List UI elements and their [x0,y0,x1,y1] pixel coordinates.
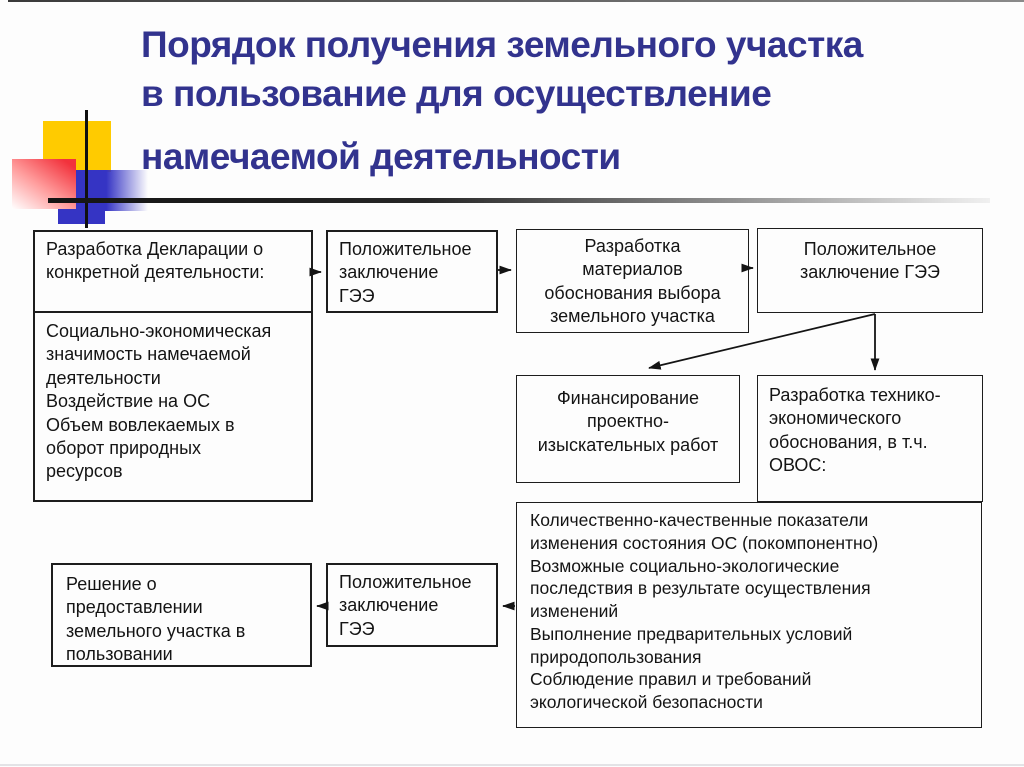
box-gee-conclusion-2: Положительное заключение ГЭЭ [757,228,983,313]
title-underline [48,198,990,203]
slide-top-border [8,0,1024,2]
box-gee-conclusion-3-text: Положительное заключение ГЭЭ [339,572,472,639]
box-declaration-details-text: Социально-экономическая значимость намеч… [46,321,272,482]
box-ovos-details: Количественно-качественные показатели из… [516,502,982,728]
decoration-blue-small-rect [58,209,105,224]
box-feasibility-study-text: Разработка технико- экономического обосн… [769,385,941,476]
box-ovos-details-text: Количественно-качественные показатели из… [530,510,879,712]
box-financing-text: Финансирование проектно- изыскательных р… [537,388,719,455]
box-site-selection-materials-text: Разработка материалов обоснования выбора… [544,236,721,327]
box-declaration-details: Социально-экономическая значимость намеч… [33,311,313,502]
decoration-blue-rect [76,170,148,211]
box-declaration: Разработка Декларации о конкретной деяте… [33,230,313,313]
box-gee-conclusion-1: Положительное заключение ГЭЭ [326,230,498,313]
page-title-sub: намечаемой деятельности [141,136,621,177]
box-gee-conclusion-3: Положительное заключение ГЭЭ [326,563,498,647]
slide-bottom-border [0,764,1024,766]
decoration-vertical-line [85,110,88,228]
box-site-selection-materials: Разработка материалов обоснования выбора… [516,229,749,333]
box-declaration-text: Разработка Декларации о конкретной деяте… [46,239,265,283]
page-title: Порядок получения земельного участка в п… [141,24,863,114]
box-financing: Финансирование проектно- изыскательных р… [516,375,740,483]
box-gee-conclusion-1-text: Положительное заключение ГЭЭ [339,239,472,306]
box-gee-conclusion-2-text: Положительное заключение ГЭЭ [800,239,940,283]
box-feasibility-study: Разработка технико- экономического обосн… [757,375,983,502]
box-land-use-decision: Решение о предоставлении земельного учас… [51,563,312,667]
box-land-use-decision-text: Решение о предоставлении земельного учас… [66,574,246,665]
